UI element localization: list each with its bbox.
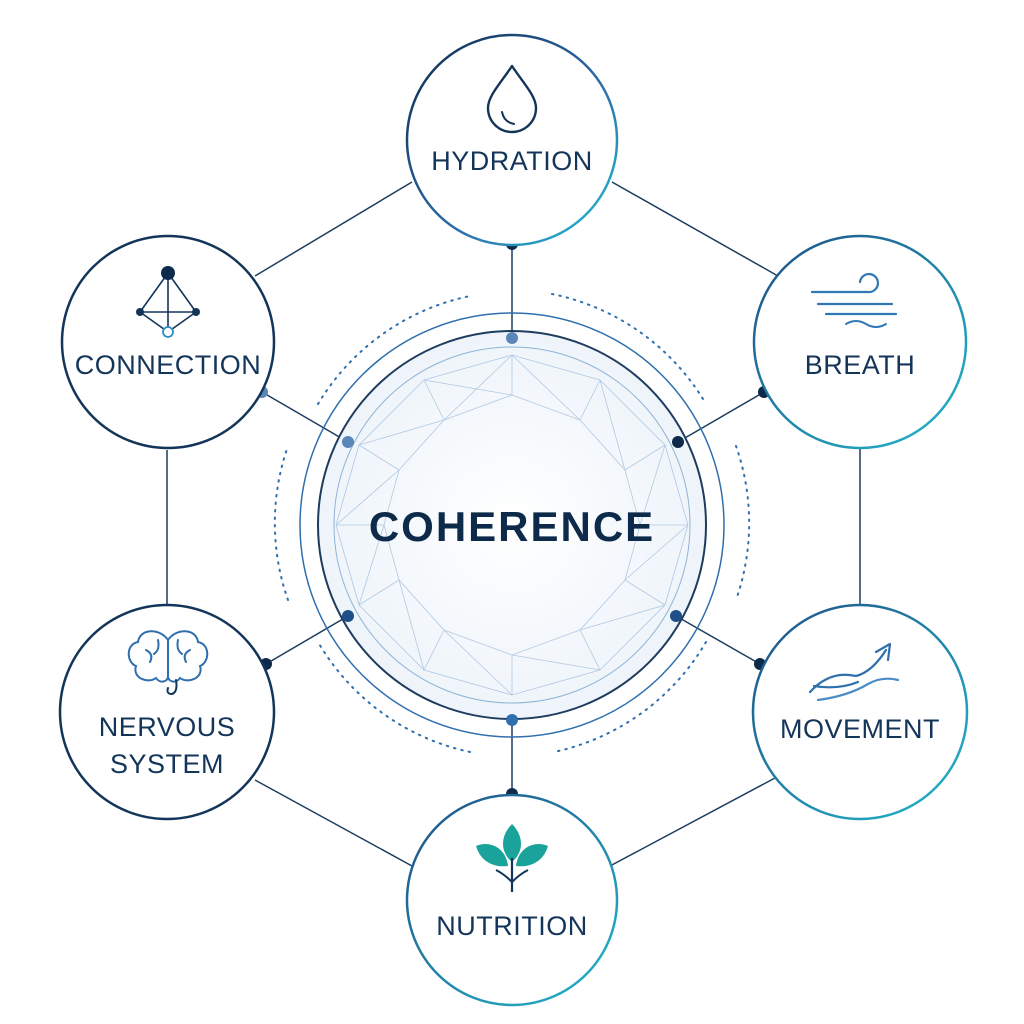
- node-nutrition-label: NUTRITION: [436, 911, 587, 941]
- node-nutrition[interactable]: NUTRITION: [405, 793, 619, 1007]
- network-nodes-icon: [136, 266, 200, 338]
- spoke-movement: [675, 615, 761, 665]
- hexagon-connectors: [166, 181, 861, 867]
- node-movement[interactable]: MOVEMENT: [751, 603, 969, 821]
- node-hydration-label: HYDRATION: [431, 146, 593, 176]
- center-outer-ring: [299, 312, 725, 738]
- node-nervous-system-label-line1: NERVOUS: [99, 712, 236, 742]
- node-connection[interactable]: CONNECTION: [60, 234, 276, 450]
- node-breath-label: BREATH: [805, 350, 916, 380]
- node-breath-ring: [752, 234, 968, 450]
- node-hydration[interactable]: HYDRATION: [405, 33, 619, 247]
- node-movement-label: MOVEMENT: [780, 714, 940, 744]
- wind-icon: [810, 272, 898, 328]
- spokes: [261, 244, 765, 794]
- spoke-nervous: [265, 615, 349, 665]
- geodesic-lattice: [335, 354, 689, 696]
- water-drop-icon: [486, 64, 538, 134]
- node-movement-ring: [751, 603, 969, 821]
- spoke-connection: [261, 391, 349, 443]
- leaf-sprout-icon: [476, 824, 548, 892]
- node-connection-label: CONNECTION: [75, 350, 262, 380]
- center-inner-ring: [333, 346, 691, 704]
- dot-connection-inner: [342, 436, 354, 448]
- connector-hydration-breath: [611, 181, 779, 277]
- connector-nutrition-nervous: [254, 779, 413, 867]
- node-nervous-system-ring: [58, 603, 276, 821]
- node-nervous-system-label-line2: SYSTEM: [110, 749, 224, 779]
- node-connection-ring: [60, 234, 276, 450]
- connector-movement-nutrition: [609, 777, 776, 867]
- node-nervous-system[interactable]: NERVOUS SYSTEM: [58, 603, 276, 821]
- center-label: COHERENCE: [369, 503, 655, 550]
- dot-nervous-inner: [342, 610, 354, 622]
- upward-arrow-icon: [808, 642, 900, 702]
- connector-connection-hydration: [254, 181, 413, 277]
- dot-breath-inner: [672, 436, 684, 448]
- node-breath[interactable]: BREATH: [752, 234, 968, 450]
- dotted-arcs: [273, 293, 751, 753]
- dot-movement-inner: [670, 610, 682, 622]
- spoke-breath: [677, 391, 765, 443]
- brain-icon: [127, 630, 209, 696]
- node-hydration-ring: [405, 33, 619, 247]
- node-nutrition-ring: [405, 793, 619, 1007]
- dot-hydration-inner: [506, 332, 518, 344]
- dot-nutrition-inner: [506, 714, 518, 726]
- center-hub: COHERENCE: [299, 312, 725, 738]
